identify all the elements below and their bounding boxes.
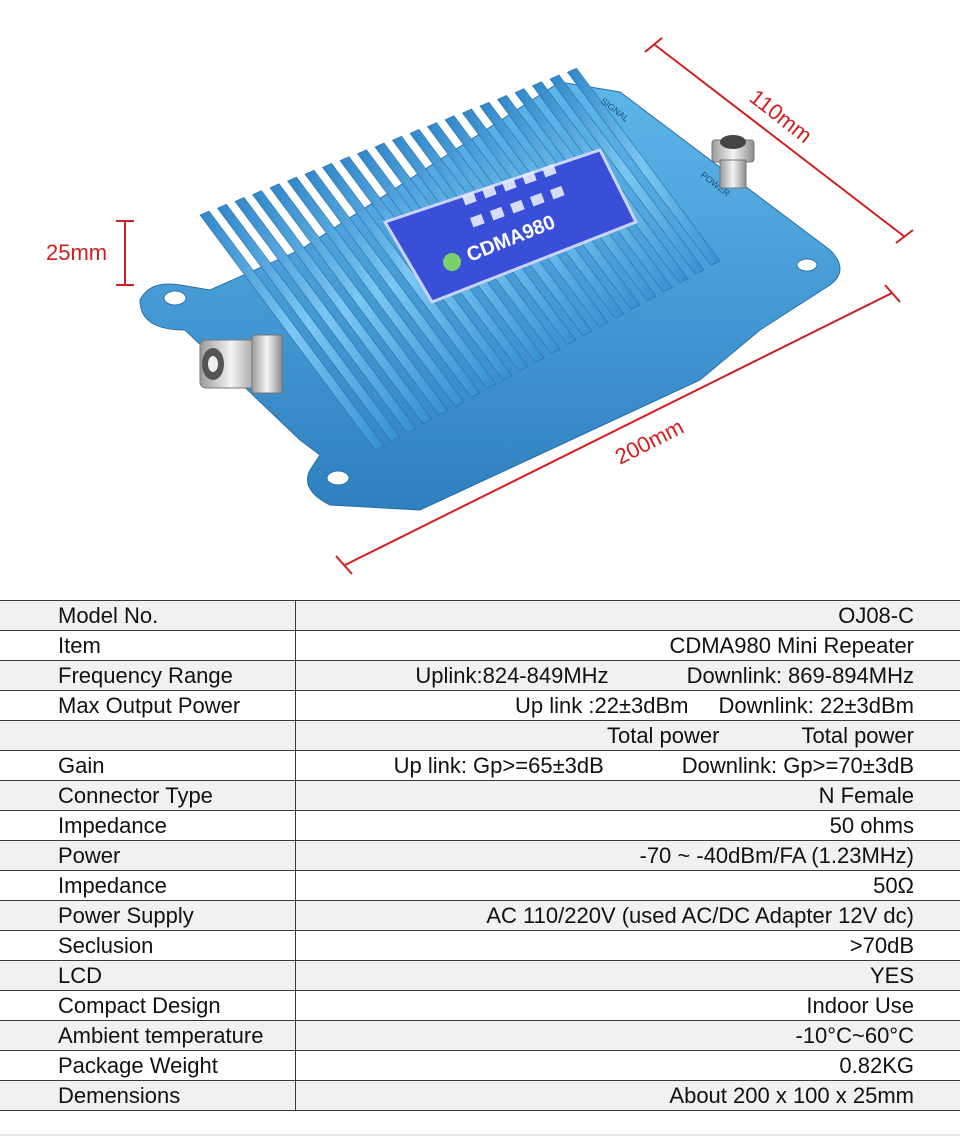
spec-value-cell: AC 110/220V (used AC/DC Adapter 12V dc) bbox=[294, 900, 960, 931]
n-connector-icon bbox=[199, 334, 283, 394]
spec-value: Indoor Use bbox=[806, 993, 914, 1018]
spec-label: Frequency Range bbox=[0, 660, 296, 691]
spec-value-cell: 50Ω bbox=[294, 870, 960, 901]
table-row: Seclusion >70dB bbox=[0, 930, 960, 961]
heat-sink-fin bbox=[304, 169, 481, 398]
spec-value: CDMA980 Mini Repeater bbox=[669, 633, 914, 658]
spec-value-cell: Total power Total power bbox=[294, 720, 960, 751]
spec-value: >70dB bbox=[849, 933, 914, 958]
spec-label: Gain bbox=[0, 750, 296, 781]
spec-value-uplink: Up link :22±3dBm bbox=[515, 693, 689, 718]
table-row: Impedance 50Ω bbox=[0, 870, 960, 901]
table-row: Frequency Range Uplink:824-849MHz Downlink… bbox=[0, 660, 960, 691]
heat-sink-fin bbox=[234, 197, 417, 433]
spec-value-cell: N Female bbox=[294, 780, 960, 811]
spec-value: -70 ~ -40dBm/FA (1.23MHz) bbox=[639, 843, 915, 868]
spec-value-cell: 0.82KG bbox=[294, 1050, 960, 1081]
spec-label: Impedance bbox=[0, 870, 296, 901]
spec-value-cell: Uplink:824-849MHz Downlink: 869-894MHz bbox=[294, 660, 960, 691]
heat-sink-fin bbox=[217, 203, 401, 442]
table-row: Max Output Power Up link :22±3dBm Downlink… bbox=[0, 690, 960, 721]
lcd-panel: CDMA980 bbox=[382, 148, 639, 304]
spec-label: Connector Type bbox=[0, 780, 296, 811]
spec-label: Ambient temperature bbox=[0, 1020, 296, 1051]
spec-label: Power bbox=[0, 840, 296, 871]
spec-value: YES bbox=[869, 963, 914, 988]
spec-value-downlink: Total power bbox=[801, 723, 914, 748]
spec-label: LCD bbox=[0, 960, 296, 991]
table-row: Impedance 50 ohms bbox=[0, 810, 960, 841]
dimension-length-label: 200mm bbox=[611, 414, 688, 470]
logo-icon bbox=[443, 253, 461, 271]
spec-value-downlink: Downlink: Gp>=70±3dB bbox=[681, 753, 914, 778]
spec-value-cell: Up link :22±3dBm Downlink: 22±3dBm bbox=[294, 690, 960, 721]
heat-sink-fin bbox=[549, 74, 705, 275]
spec-value: -10°C~60°C bbox=[795, 1023, 915, 1048]
n-connector-icon bbox=[711, 135, 755, 189]
spec-value-uplink: Total power bbox=[606, 723, 720, 748]
divider bbox=[0, 1134, 960, 1136]
table-row: Ambient temperature -10°C~60°C bbox=[0, 1020, 960, 1051]
heat-sink-fin bbox=[252, 190, 433, 424]
spec-value-cell: YES bbox=[294, 960, 960, 991]
heat-sink-fin bbox=[199, 210, 385, 451]
table-row: LCD YES bbox=[0, 960, 960, 991]
spec-label: Max Output Power bbox=[0, 690, 296, 721]
spec-label: Demensions bbox=[0, 1080, 296, 1111]
spec-value-cell: -10°C~60°C bbox=[294, 1020, 960, 1051]
table-row: Power -70 ~ -40dBm/FA (1.23MHz) bbox=[0, 840, 960, 871]
spec-value: About 200 x 100 x 25mm bbox=[669, 1083, 914, 1108]
table-row: Package Weight 0.82KG bbox=[0, 1050, 960, 1081]
table-row: Total power Total power bbox=[0, 720, 960, 751]
spec-value-cell: Indoor Use bbox=[294, 990, 960, 1021]
table-row: Model No. OJ08-C bbox=[0, 600, 960, 631]
spec-value: 50 ohms bbox=[829, 813, 914, 838]
spec-value-uplink: Uplink:824-849MHz bbox=[415, 663, 609, 688]
spec-value: N Female bbox=[818, 783, 914, 808]
spec-value-uplink: Up link: Gp>=65±3dB bbox=[393, 753, 604, 778]
spec-value: AC 110/220V (used AC/DC Adapter 12V dc) bbox=[486, 903, 914, 928]
heat-sink-fin bbox=[269, 183, 449, 416]
dimension-height bbox=[116, 220, 134, 286]
spec-value-downlink: Downlink: 869-894MHz bbox=[686, 663, 914, 688]
dimension-length bbox=[335, 284, 901, 575]
spec-value-cell: OJ08-C bbox=[294, 600, 960, 631]
spec-value-cell: 50 ohms bbox=[294, 810, 960, 841]
table-row: Compact Design Indoor Use bbox=[0, 990, 960, 1021]
product-illustration: CDMA980 SIGNAL POWER 110mm 200mm 25mm bbox=[46, 37, 914, 575]
spec-label bbox=[0, 720, 296, 751]
spec-value-cell: Up link: Gp>=65±3dB Downlink: Gp>=70±3dB bbox=[294, 750, 960, 781]
spec-label: Power Supply bbox=[0, 900, 296, 931]
table-row: Demensions About 200 x 100 x 25mm bbox=[0, 1080, 960, 1111]
spec-value-cell: About 200 x 100 x 25mm bbox=[294, 1080, 960, 1111]
table-row: Item CDMA980 Mini Repeater bbox=[0, 630, 960, 661]
spec-label: Model No. bbox=[0, 600, 296, 631]
spec-value: OJ08-C bbox=[838, 603, 914, 628]
spec-value-downlink: Downlink: 22±3dBm bbox=[718, 693, 915, 718]
spec-label: Impedance bbox=[0, 810, 296, 841]
spec-value: 0.82KG bbox=[839, 1053, 914, 1078]
table-row: Connector Type N Female bbox=[0, 780, 960, 811]
heat-sink-fin bbox=[322, 163, 497, 389]
spec-value-cell: CDMA980 Mini Repeater bbox=[294, 630, 960, 661]
table-row: Power Supply AC 110/220V (used AC/DC Adap… bbox=[0, 900, 960, 931]
specification-table: Model No. OJ08-C Item CDMA980 Mini Repeater… bbox=[0, 600, 960, 1111]
heat-sink-fin bbox=[287, 176, 465, 407]
heat-sink-fin bbox=[567, 67, 721, 266]
spec-value-cell: >70dB bbox=[294, 930, 960, 961]
spec-label: Compact Design bbox=[0, 990, 296, 1021]
spec-value-cell: -70 ~ -40dBm/FA (1.23MHz) bbox=[294, 840, 960, 871]
spec-label: Item bbox=[0, 630, 296, 661]
table-row: Gain Up link: Gp>=65±3dB Downlink: Gp>=70±… bbox=[0, 750, 960, 781]
spec-label: Package Weight bbox=[0, 1050, 296, 1081]
dimension-width bbox=[644, 37, 914, 244]
dimension-height-label: 25mm bbox=[46, 240, 107, 265]
dimension-width-label: 110mm bbox=[745, 84, 817, 148]
heat-sink-fins bbox=[199, 67, 721, 451]
spec-label: Seclusion bbox=[0, 930, 296, 961]
spec-value: 50Ω bbox=[873, 873, 914, 898]
